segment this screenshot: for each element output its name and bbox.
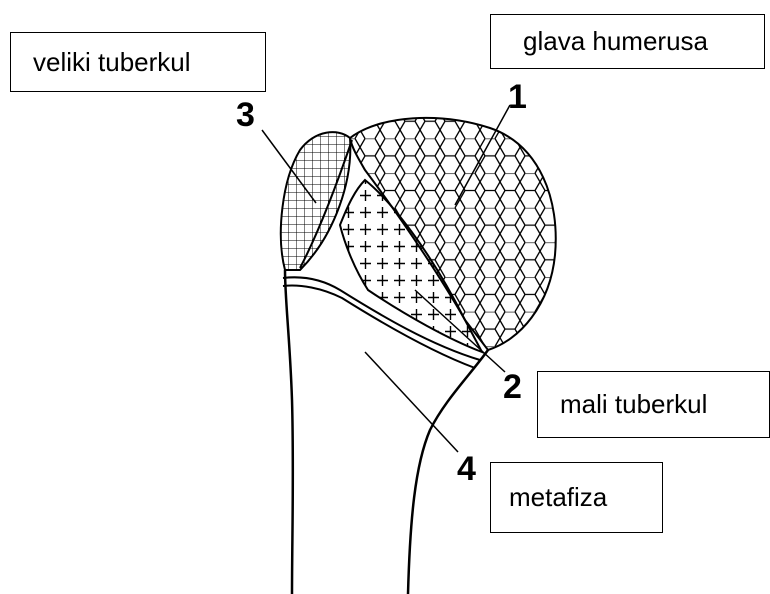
number-1: 1: [508, 80, 527, 114]
label-lesser-tubercle: mali tuberkul: [537, 371, 770, 438]
label-metaphysis: metafiza: [490, 462, 663, 533]
leader-line-4: [365, 352, 458, 452]
greater-tubercle-region: [281, 132, 350, 270]
label-greater-tubercle: veliki tuberkul: [10, 32, 266, 92]
label-metaphysis-text: metafiza: [509, 482, 607, 513]
humerus-shaft-right: [408, 350, 488, 594]
number-3: 3: [236, 98, 255, 132]
number-2: 2: [503, 370, 522, 404]
humerus-shaft-left: [285, 270, 293, 594]
label-lesser-tubercle-text: mali tuberkul: [560, 389, 707, 420]
label-greater-tubercle-text: veliki tuberkul: [33, 47, 191, 78]
label-humeral-head-text: glava humerusa: [523, 26, 708, 57]
label-humeral-head: glava humerusa: [490, 14, 765, 69]
number-4: 4: [457, 452, 476, 486]
